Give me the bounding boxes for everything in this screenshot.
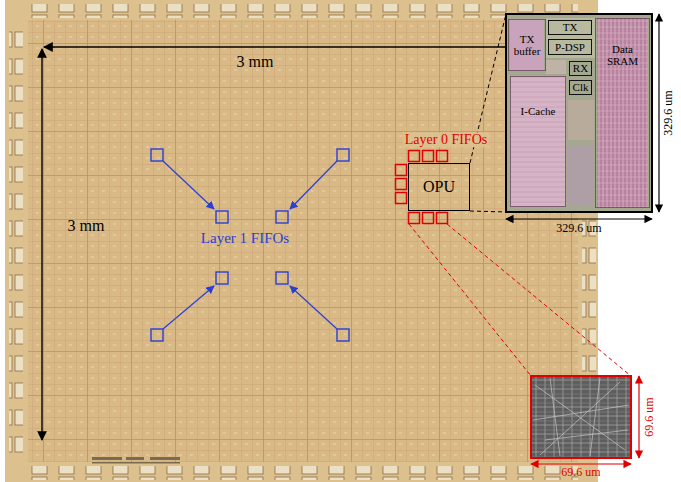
zoom-leader (470, 211, 506, 212)
buffer-block: TX buffer (508, 19, 546, 71)
block-label: I-Cache (521, 105, 556, 117)
block-label: OPU (423, 178, 455, 196)
dimension-label: 69.6 um (643, 397, 656, 436)
core-blocks (28, 20, 578, 462)
die-logo (92, 457, 180, 464)
dimension-label: 3 mm (68, 217, 105, 235)
core-grid (28, 20, 578, 462)
block-label: TX buffer (509, 33, 545, 57)
sram-block: Data SRAM (595, 18, 650, 208)
opu-inset-photo (506, 14, 652, 212)
dsp-block: P-DSP (548, 39, 592, 55)
cache-block: I-Cache (510, 76, 566, 207)
fifo-layer-label: Layer 1 FIFOs (201, 230, 289, 247)
processing-unit-box: OPU (408, 163, 470, 211)
fifo-inset-photo (531, 376, 631, 458)
dimension-arrow (638, 376, 639, 458)
block-label: Clk (573, 81, 589, 93)
block-label: Data SRAM (596, 43, 649, 67)
layer1-fifo-squares (151, 149, 349, 341)
dimension-arrow (506, 218, 652, 219)
dimension-arrow (531, 463, 631, 464)
layer1-arrows (163, 161, 337, 329)
dimension-arrow (41, 49, 42, 440)
io-pads (9, 22, 23, 454)
dimension-arrow (44, 46, 555, 47)
block-label: RX (573, 62, 588, 74)
dimension-arrow (658, 14, 659, 212)
block-label: P-DSP (555, 41, 585, 53)
zoom-leader (409, 224, 531, 376)
dimension-label: 3 mm (237, 53, 274, 71)
zoom-leader (447, 224, 631, 376)
tx-block: TX (548, 20, 592, 35)
dimension-label: 69.6 um (561, 466, 600, 479)
io-pads (28, 466, 578, 480)
fifo-layer-label: Layer 0 FIFOs (403, 132, 489, 147)
dimension-label: 329.6 um (662, 90, 675, 135)
io-pads (28, 4, 578, 18)
clock-block: Clk (569, 80, 592, 95)
dimension-label: 329.6 um (556, 222, 601, 235)
rx-block: RX (569, 61, 592, 76)
block-label: TX (563, 21, 578, 33)
